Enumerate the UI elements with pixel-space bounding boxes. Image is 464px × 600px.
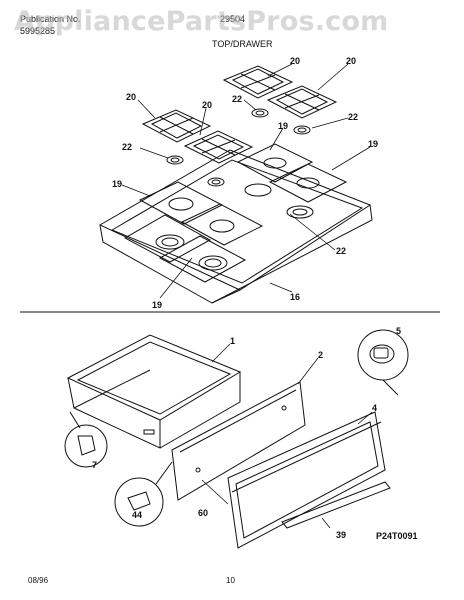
detail-clip-7	[64, 411, 108, 468]
drawer-trim-strip	[281, 481, 391, 529]
callout-22-a: 22	[122, 142, 133, 152]
callout-39: 39	[336, 530, 347, 540]
detail-foot-44	[114, 461, 173, 527]
callout-19-c: 19	[112, 179, 123, 189]
footer-date: 08/96	[28, 576, 49, 585]
callout-22-b: 22	[232, 94, 243, 104]
callout-60: 60	[198, 508, 209, 518]
callout-5: 5	[396, 326, 402, 336]
callout-20-c: 20	[290, 56, 301, 66]
callout-7: 7	[92, 460, 98, 470]
callout-20-d: 20	[346, 56, 357, 66]
section-title: TOP/DRAWER	[212, 39, 273, 49]
leader-lines-top	[121, 63, 371, 299]
watermark-text: AppliancePartsPros.com	[14, 6, 389, 37]
callout-20-a: 20	[126, 92, 137, 102]
callout-22-d: 22	[336, 246, 347, 256]
drawer-front-panel	[227, 411, 386, 549]
callout-16: 16	[290, 292, 301, 302]
callout-44: 44	[132, 510, 143, 520]
leader-lines-bottom	[201, 343, 373, 529]
callout-20-b: 20	[202, 100, 213, 110]
drawing-code: P24T0091	[376, 531, 418, 541]
publication-number: 5995285	[20, 26, 56, 36]
callout-19-d: 19	[152, 300, 163, 310]
callout-19-a: 19	[278, 121, 289, 131]
drawer-back-panel	[171, 381, 306, 501]
drawer-assembly	[66, 334, 242, 449]
callout-1: 1	[230, 336, 236, 346]
callout-4: 4	[372, 403, 378, 413]
callout-22-c: 22	[348, 112, 359, 122]
burner-grates	[141, 65, 338, 164]
footer-page: 10	[226, 576, 235, 585]
detail-knob-5	[357, 329, 409, 396]
publication-label: Publication No.	[20, 14, 81, 24]
burner-caps	[166, 108, 311, 187]
callout-19-b: 19	[368, 139, 379, 149]
cooktop-assembly	[98, 143, 373, 304]
callout-2: 2	[318, 350, 324, 360]
model-number: 29504	[220, 14, 246, 24]
